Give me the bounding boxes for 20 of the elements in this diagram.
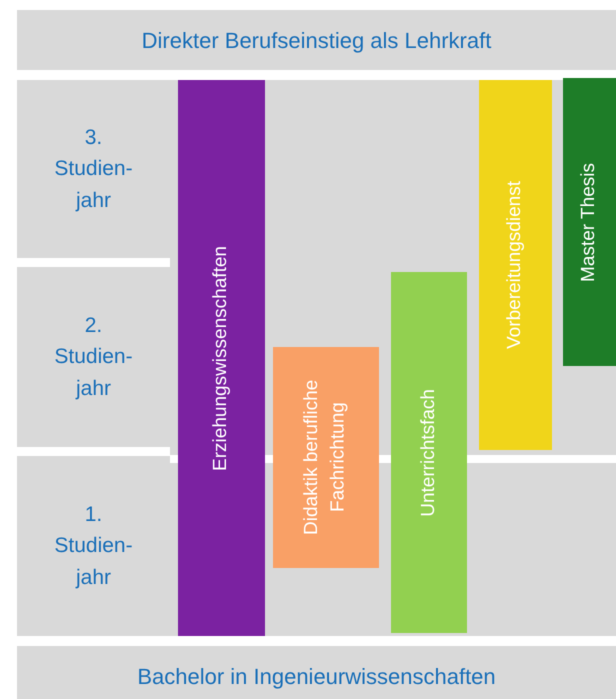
subject-bar — [563, 78, 616, 366]
title-band — [17, 10, 616, 70]
bar-label: Master Thesis — [577, 162, 600, 282]
bar-label: Erziehungswissenschaften — [209, 246, 232, 470]
year-label: 1. Studien-jahr — [53, 502, 134, 591]
subject-bar — [178, 80, 265, 636]
subject-bar — [479, 80, 552, 450]
year-label: 2. Studien-jahr — [53, 312, 134, 402]
subject-bar — [273, 347, 379, 568]
bottom-band — [17, 646, 616, 699]
year-box — [17, 267, 170, 447]
bar-label: Didaktik berufliche Fachrichtung — [300, 378, 350, 538]
year-box — [17, 80, 170, 258]
band-label: Direkter Berufseinstieg als Lehrkraft — [142, 26, 492, 55]
bar-label: Vorbereitungsdienst — [503, 181, 526, 349]
subject-bar — [391, 272, 467, 633]
band-label: Bachelor in Ingenieurwissenschaften — [137, 662, 496, 691]
bar-label: Unterrichtsfach — [416, 388, 440, 516]
year-label: 3. Studien-jahr — [53, 124, 134, 214]
year-box — [17, 456, 170, 636]
